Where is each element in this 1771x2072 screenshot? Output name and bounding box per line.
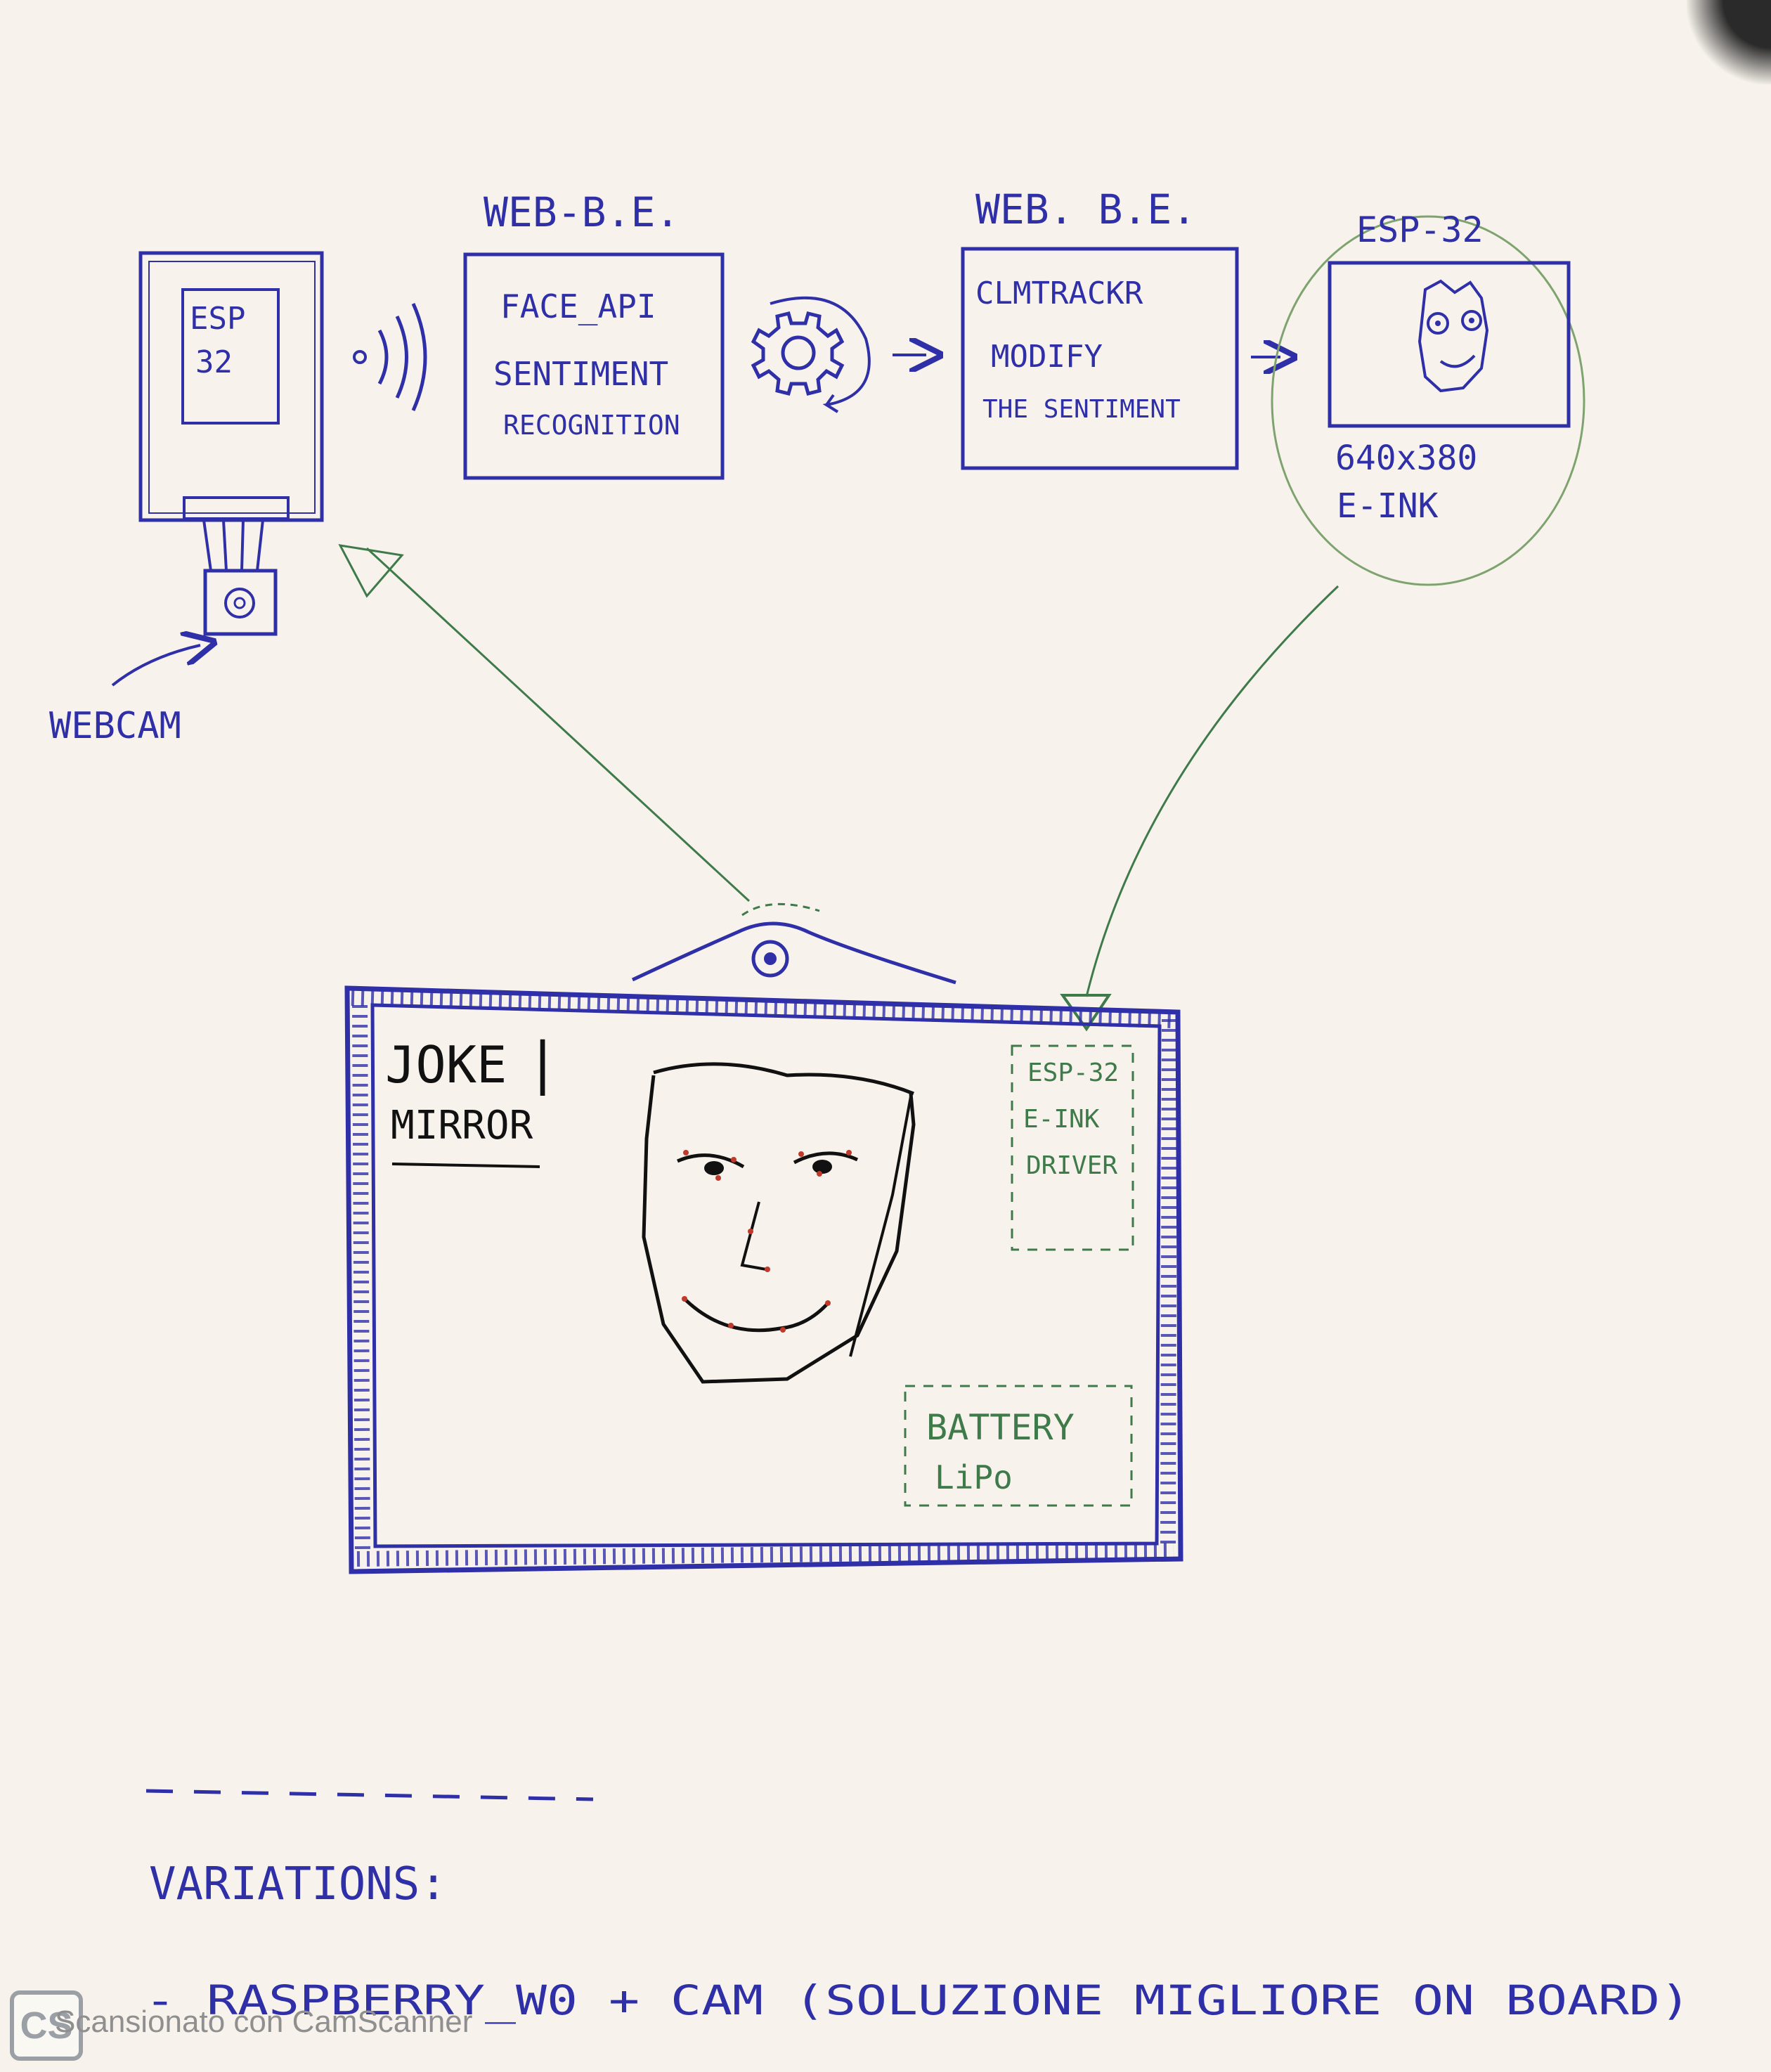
display-resolution: 640x380 [1335, 439, 1477, 478]
battery-box [904, 1385, 1133, 1507]
web-be-2-line2: MODIFY [991, 339, 1103, 375]
driver-line1: ESP-32 [1027, 1058, 1119, 1087]
display-highlight-ellipse [1271, 215, 1585, 586]
svg-text:|: | [526, 1030, 559, 1096]
web-be-clmtrackr-node: WEB. B.E. CLMTRACKR MODIFY THE SENTIMENT [961, 186, 1239, 470]
web-be-face-api-node: WEB-B.E. FACE_API SENTIMENT RECOGNITION [463, 188, 725, 480]
esp32-display-node: ESP-32 640x380 E-INK [1271, 209, 1585, 586]
joke-mirror-device: JOKE | MIRROR ESP-32 E-INK DRIVER [344, 902, 1183, 1574]
esp32-cam-node: ESP 32 WEBCAM [49, 251, 324, 747]
esp32-label-2: 32 [195, 344, 233, 380]
e-ink-display-box [1328, 261, 1571, 428]
esp32-label-1: ESP [190, 301, 245, 337]
display-type: E-INK [1337, 486, 1439, 526]
section-divider [145, 1789, 594, 1801]
web-be-1-line3: RECOGNITION [503, 410, 680, 441]
ribbon-cable [202, 519, 264, 571]
page-corner-shadow [1687, 0, 1771, 84]
driver-line3: DRIVER [1026, 1151, 1117, 1180]
mirror-camera-icon [751, 940, 789, 978]
web-be-2-line3: THE SENTIMENT [982, 395, 1181, 424]
web-be-1-line2: SENTIMENT [493, 355, 668, 393]
driver-line2: E-INK [1023, 1105, 1100, 1134]
esp32-chip [181, 288, 280, 425]
mirror-title-underline [391, 1163, 540, 1168]
web-be-2-box [961, 247, 1239, 470]
webcam-module [203, 569, 278, 636]
mirror-frame-outer [344, 985, 1183, 1574]
battery-line1: BATTERY [926, 1407, 1075, 1448]
camscanner-logo: CS [10, 1990, 83, 2061]
esp32-display-title: ESP-32 [1356, 209, 1484, 250]
web-be-1-box [463, 252, 725, 480]
green-arrow-mirror-to-esp32 [365, 547, 751, 902]
wifi-signal-icon [353, 302, 427, 412]
display-face-icon [1418, 279, 1489, 393]
variations-section: VARIATIONS: - RASPBERRY_W0 + CAM (SOLUZI… [145, 1789, 1691, 2024]
mirror-title-line1: JOKE [385, 1035, 507, 1094]
variations-heading: VARIATIONS: [149, 1858, 447, 1910]
mirror-face-icon [642, 1062, 916, 1384]
web-be-2-line1: CLMTRACKR [975, 276, 1143, 311]
web-be-2-title: WEB. B.E. [975, 186, 1196, 233]
web-be-1-line1: FACE_API [500, 287, 656, 325]
webcam-label: WEBCAM [49, 705, 181, 747]
e-ink-driver-box [1011, 1044, 1134, 1251]
variations-item-1: - RASPBERRY_W0 + CAM (SOLUZIONE MIGLIORE… [145, 1976, 1691, 2024]
esp32-board [138, 251, 324, 522]
green-arrow-display-to-mirror [1085, 585, 1339, 997]
battery-line2: LiPo [935, 1458, 1013, 1496]
ribbon-connector [183, 496, 290, 520]
mirror-camera-housing [631, 921, 956, 985]
mirror-frame-inner [370, 1003, 1162, 1548]
mirror-title-line2: MIRROR [391, 1103, 533, 1148]
gear-icon [751, 296, 871, 413]
camscanner-watermark: Scansionato con CamScanner [55, 2005, 473, 2039]
webcam-lens-icon [224, 588, 255, 619]
webcam-pointer-arrow [111, 645, 200, 687]
web-be-1-title: WEB-B.E. [484, 188, 680, 236]
